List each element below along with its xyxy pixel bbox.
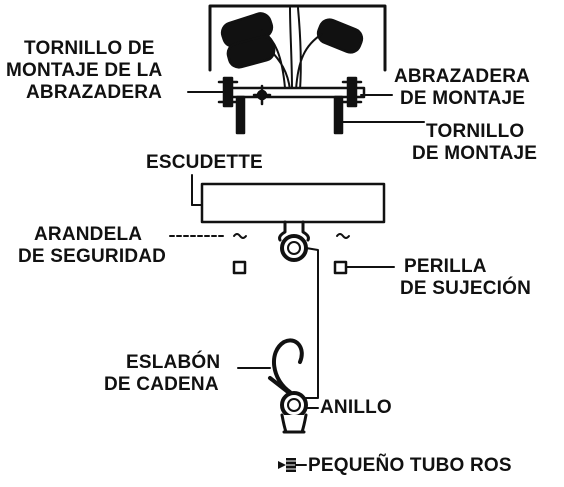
- lock-washer-left: [233, 233, 247, 239]
- label-line: ABRAZADERA: [26, 82, 163, 103]
- wire-connector-left-2: [226, 35, 276, 69]
- label-holding-knob: PERILLA DE SUJECIÓN: [394, 256, 531, 300]
- label-line: DE MONTAJE: [412, 143, 538, 164]
- label-line: ABRAZADERA: [394, 66, 531, 87]
- label-line: DE SEGURIDAD: [18, 246, 167, 267]
- wires: [261, 7, 323, 91]
- clamp-screw-right: [341, 76, 363, 108]
- label-mounting-clamp: ABRAZADERA DE MONTAJE: [394, 66, 530, 110]
- holding-knob-right: [333, 260, 348, 275]
- label-line: TORNILLO DE: [24, 38, 155, 59]
- label-chain-link: ESLABÓN DE CADENA: [104, 352, 220, 396]
- label-line: PERILLA: [404, 256, 487, 277]
- label-escutcheon: ESCUDETTE: [146, 152, 263, 174]
- threaded-tube-icon: [278, 458, 307, 472]
- label-line: TORNILLO: [426, 121, 525, 142]
- label-line: MONTAJE DE LA: [6, 60, 163, 81]
- label-line: ANILLO: [320, 397, 392, 418]
- label-line: ESCUDETTE: [146, 152, 263, 173]
- clamp-screw-mid: [252, 84, 272, 106]
- lock-washer-right: [336, 233, 350, 239]
- mounting-screw-right: [333, 95, 344, 135]
- mounting-screw-left: [235, 95, 246, 135]
- junction-box: [208, 4, 387, 72]
- mounting-clamp-bar: [226, 86, 366, 99]
- chain-line: [305, 247, 319, 399]
- label-line: ESLABÓN: [126, 352, 221, 373]
- label-mounting-screw: TORNILLO DE MONTAJE: [412, 121, 537, 165]
- lower-ring: [280, 391, 308, 434]
- label-line: DE MONTAJE: [400, 88, 526, 109]
- label-line: PEQUEÑO TUBO ROS: [308, 455, 512, 476]
- escutcheon-plate: [200, 182, 386, 224]
- upper-ring: [278, 220, 310, 262]
- holding-knob-left: [232, 260, 247, 275]
- label-line: DE CADENA: [104, 374, 219, 395]
- label-line: ARANDELA: [34, 224, 143, 245]
- label-small-threaded-tube: PEQUEÑO TUBO ROS: [308, 455, 512, 477]
- label-lock-washer: ARANDELA DE SEGURIDAD: [18, 224, 166, 268]
- label-mounting-clamp-screw: TORNILLO DE MONTAJE DE LA ABRAZADERA: [6, 38, 163, 104]
- label-ring: ANILLO: [320, 397, 392, 419]
- label-line: DE SUJECIÓN: [400, 278, 532, 299]
- chain-link-hook: [271, 338, 304, 394]
- wire-connector-right: [316, 18, 364, 54]
